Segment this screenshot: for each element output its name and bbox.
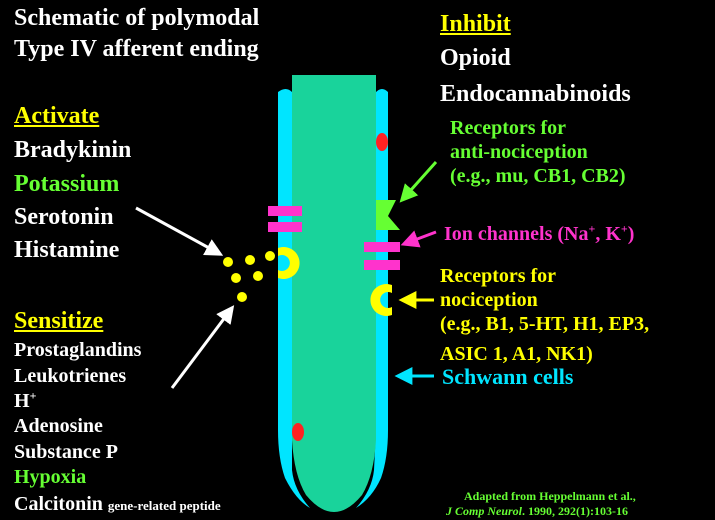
arrow-icon	[400, 230, 437, 248]
sensitize-item: Adenosine	[14, 415, 103, 437]
ion-channel-right-top	[364, 242, 400, 252]
inhibit-item: Opioid	[440, 45, 511, 71]
inhibit-heading: Inhibit	[440, 11, 511, 37]
mitochondrion-top	[376, 133, 388, 151]
ion-channels-label: Ion channels (Na+, K+)	[444, 221, 635, 245]
citation-line-1: Adapted from Heppelmann et al.,	[464, 489, 636, 503]
sensitize-item-calcitonin: Calcitonin gene-related peptide	[14, 493, 221, 515]
citation-line-2: J Comp Neurol. 1990, 292(1):103-16	[446, 504, 628, 518]
sensitize-item: Prostaglandins	[14, 339, 142, 361]
sensitize-item-h-plus: H+	[14, 388, 37, 412]
ion-channel-left-top	[268, 206, 302, 216]
title-line-1: Schematic of polymodal	[14, 5, 260, 31]
schwann-cell-left	[278, 89, 310, 508]
nociception-label: nociception	[440, 289, 538, 311]
anti-nociception-label: anti-nociception	[450, 141, 588, 163]
nociception-label: Receptors for	[440, 265, 557, 287]
sensitize-item: Leukotrienes	[14, 365, 127, 387]
activate-item: Potassium	[14, 171, 120, 197]
arrow-icon	[135, 206, 224, 256]
sensitize-heading: Sensitize	[14, 308, 104, 334]
title-line-2: Type IV afferent ending	[14, 36, 259, 62]
nociception-receptor-left	[278, 247, 300, 279]
ion-channel-left-bottom	[268, 222, 302, 232]
arrow-icon	[170, 305, 235, 389]
arrow-icon	[399, 160, 438, 203]
inhibit-item: Endocannabinoids	[440, 81, 631, 107]
anti-nociception-label: Receptors for	[450, 117, 567, 139]
anti-nociception-receptor	[376, 200, 400, 230]
nociception-label: ASIC 1, A1, NK1)	[440, 343, 593, 365]
activate-heading: Activate	[14, 103, 100, 129]
ion-channel-right-bottom	[364, 260, 400, 270]
activate-item: Bradykinin	[14, 137, 132, 163]
schwann-cells-label: Schwann cells	[442, 364, 574, 389]
axon-terminal	[292, 75, 376, 512]
mitochondrion-bottom	[292, 423, 304, 441]
activate-item: Serotonin	[14, 204, 114, 230]
sensitize-item: Hypoxia	[14, 466, 87, 488]
nociception-label: (e.g., B1, 5-HT, H1, EP3,	[440, 313, 650, 335]
yellow-dot-cluster-icon	[223, 251, 275, 302]
schwann-cell-right	[356, 89, 388, 508]
anti-nociception-label: (e.g., mu, CB1, CB2)	[450, 165, 626, 187]
sensitize-item: Substance P	[14, 441, 118, 463]
nociception-receptor-right	[370, 284, 392, 316]
activate-item: Histamine	[14, 237, 120, 263]
